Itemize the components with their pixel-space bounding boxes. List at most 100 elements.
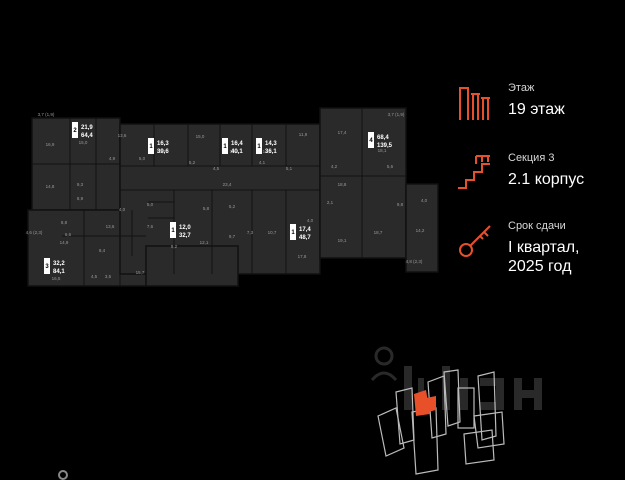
room-area: 15,0 <box>79 140 88 145</box>
apartment-living-area: 12,0 <box>179 225 191 231</box>
apartment-living-area: 16,3 <box>157 141 169 147</box>
apartment-living-area: 32,2 <box>53 261 65 267</box>
apartment-rooms: 4 <box>369 138 373 144</box>
deadline-label: Срок сдачи <box>508 220 566 232</box>
room-area: 5,2 <box>189 160 196 165</box>
section-label: Секция 3 <box>508 152 555 164</box>
apartment-rooms: 1 <box>223 144 227 150</box>
floor-label: Этаж <box>508 82 535 94</box>
apartment-rooms: 1 <box>291 230 295 236</box>
room-area: 4,0 <box>119 207 126 212</box>
apartment-badge[interactable]: 4 68,4 139,5 <box>368 132 393 149</box>
building-block <box>377 407 405 457</box>
apartment-total-area: 32,7 <box>179 233 191 239</box>
apartment-badge[interactable]: 1 12,0 32,7 <box>170 222 191 239</box>
apartment-badge[interactable]: 1 17,4 48,7 <box>290 224 311 241</box>
apartment-living-area: 16,4 <box>231 141 243 147</box>
room-area: 11,9 <box>299 132 308 137</box>
room-area: 12,1 <box>200 240 209 245</box>
section-stairs-icon <box>458 155 490 189</box>
floor-plan: 3,7 (1,9) 16,9 15,0 13,6 16,3 15,0 16,4 … <box>26 107 439 287</box>
apartment-living-area: 68,4 <box>377 135 389 141</box>
room-area: 9,7 <box>229 234 236 239</box>
room-area: 4,0 <box>421 198 428 203</box>
room-area: 8,2 <box>171 244 178 249</box>
apartment-total-area: 40,1 <box>231 149 243 155</box>
room-area: 17,8 <box>298 254 307 259</box>
room-area: 10,7 <box>268 230 277 235</box>
room-area: 13,6 <box>106 224 115 229</box>
room-area: 6,6 <box>65 232 72 237</box>
building-block <box>473 411 505 449</box>
room-area: 4,9 <box>109 156 116 161</box>
building-block <box>443 369 461 427</box>
room-area: 16,4 <box>230 149 239 154</box>
room-area: 14,2 <box>416 228 425 233</box>
room-area: 8,8 <box>61 220 68 225</box>
apartment-living-area: 17,4 <box>299 227 311 233</box>
room-area: 3,5 <box>105 274 112 279</box>
room-area: 15,7 <box>136 270 145 275</box>
room-area: 4,0 <box>307 218 314 223</box>
apartment-total-area: 64,4 <box>81 133 93 139</box>
apartment-badge[interactable]: 1 16,4 40,1 <box>222 138 243 155</box>
deadline-value-line2: 2025 год <box>508 258 572 275</box>
section-location-map <box>377 369 505 475</box>
floor-info: Этаж 19 этаж <box>456 78 625 142</box>
room-area: 13,6 <box>118 133 127 138</box>
room-area: 3,7 (1,9) <box>38 112 55 117</box>
plan-outline-bottom-mid <box>145 245 239 287</box>
room-area: 16,5 <box>52 276 61 281</box>
apartment-total-area: 139,5 <box>377 143 393 149</box>
room-area: 8,4 <box>99 248 106 253</box>
room-area: 5,6 <box>387 164 394 169</box>
section-value: 2.1 корпус <box>508 171 585 188</box>
building-block <box>395 387 415 445</box>
apartment-total-area: 36,1 <box>265 149 277 155</box>
apartment-rooms: 3 <box>45 264 49 270</box>
room-area: 4,2 <box>331 164 338 169</box>
room-area: 8,9 <box>77 196 84 201</box>
room-area: 16,3 <box>157 149 166 154</box>
deadline-info: Срок сдачи I квартал, 2025 год <box>456 216 625 280</box>
building-block <box>457 387 475 429</box>
room-area: 4,8 (2,3) <box>406 259 423 264</box>
apartment-total-area: 39,6 <box>157 149 169 155</box>
room-area: 5,8 <box>203 206 210 211</box>
room-area: 14,9 <box>60 240 69 245</box>
apartment-total-area: 84,1 <box>53 269 65 275</box>
room-area: 4,6 (2,3) <box>26 230 43 235</box>
apartment-badge[interactable]: 1 14,3 36,1 <box>256 138 277 155</box>
room-area: 17,4 <box>338 130 347 135</box>
apartment-rooms: 2 <box>73 128 77 134</box>
room-area: 9,3 <box>77 182 84 187</box>
apartment-rooms: 1 <box>149 144 153 150</box>
selected-section-highlight <box>426 396 436 412</box>
room-area: 7,3 <box>247 230 254 235</box>
apartment-badge[interactable]: 2 21,9 64,4 <box>72 122 93 139</box>
room-area: 4,1 <box>259 160 266 165</box>
selected-section-highlight <box>414 390 430 416</box>
section-info: Секция 3 2.1 корпус <box>456 148 625 212</box>
room-area: 2,1 <box>327 200 334 205</box>
room-area: 9,8 <box>397 202 404 207</box>
brand-logo-icon <box>58 470 68 480</box>
apartment-badge[interactable]: 1 16,3 39,6 <box>148 138 169 155</box>
room-area: 18,8 <box>338 182 347 187</box>
room-area: 23,4 <box>223 182 232 187</box>
plan-outline-far-right <box>405 183 439 273</box>
room-area: 16,9 <box>46 142 55 147</box>
room-area: 4,5 <box>91 274 98 279</box>
apartment-badge[interactable]: 3 32,2 84,1 <box>44 258 65 275</box>
apartment-living-area: 14,3 <box>265 141 277 147</box>
building-block <box>477 371 497 441</box>
room-area: 5,0 <box>139 156 146 161</box>
building-block <box>427 375 447 439</box>
floor-value: 19 этаж <box>508 101 565 118</box>
room-area: 14,3 <box>263 149 272 154</box>
floor-building-icon <box>459 87 490 120</box>
room-area: 5,0 <box>147 202 154 207</box>
room-area: 4,5 <box>213 166 220 171</box>
building-block <box>463 429 495 465</box>
key-icon <box>459 225 491 257</box>
